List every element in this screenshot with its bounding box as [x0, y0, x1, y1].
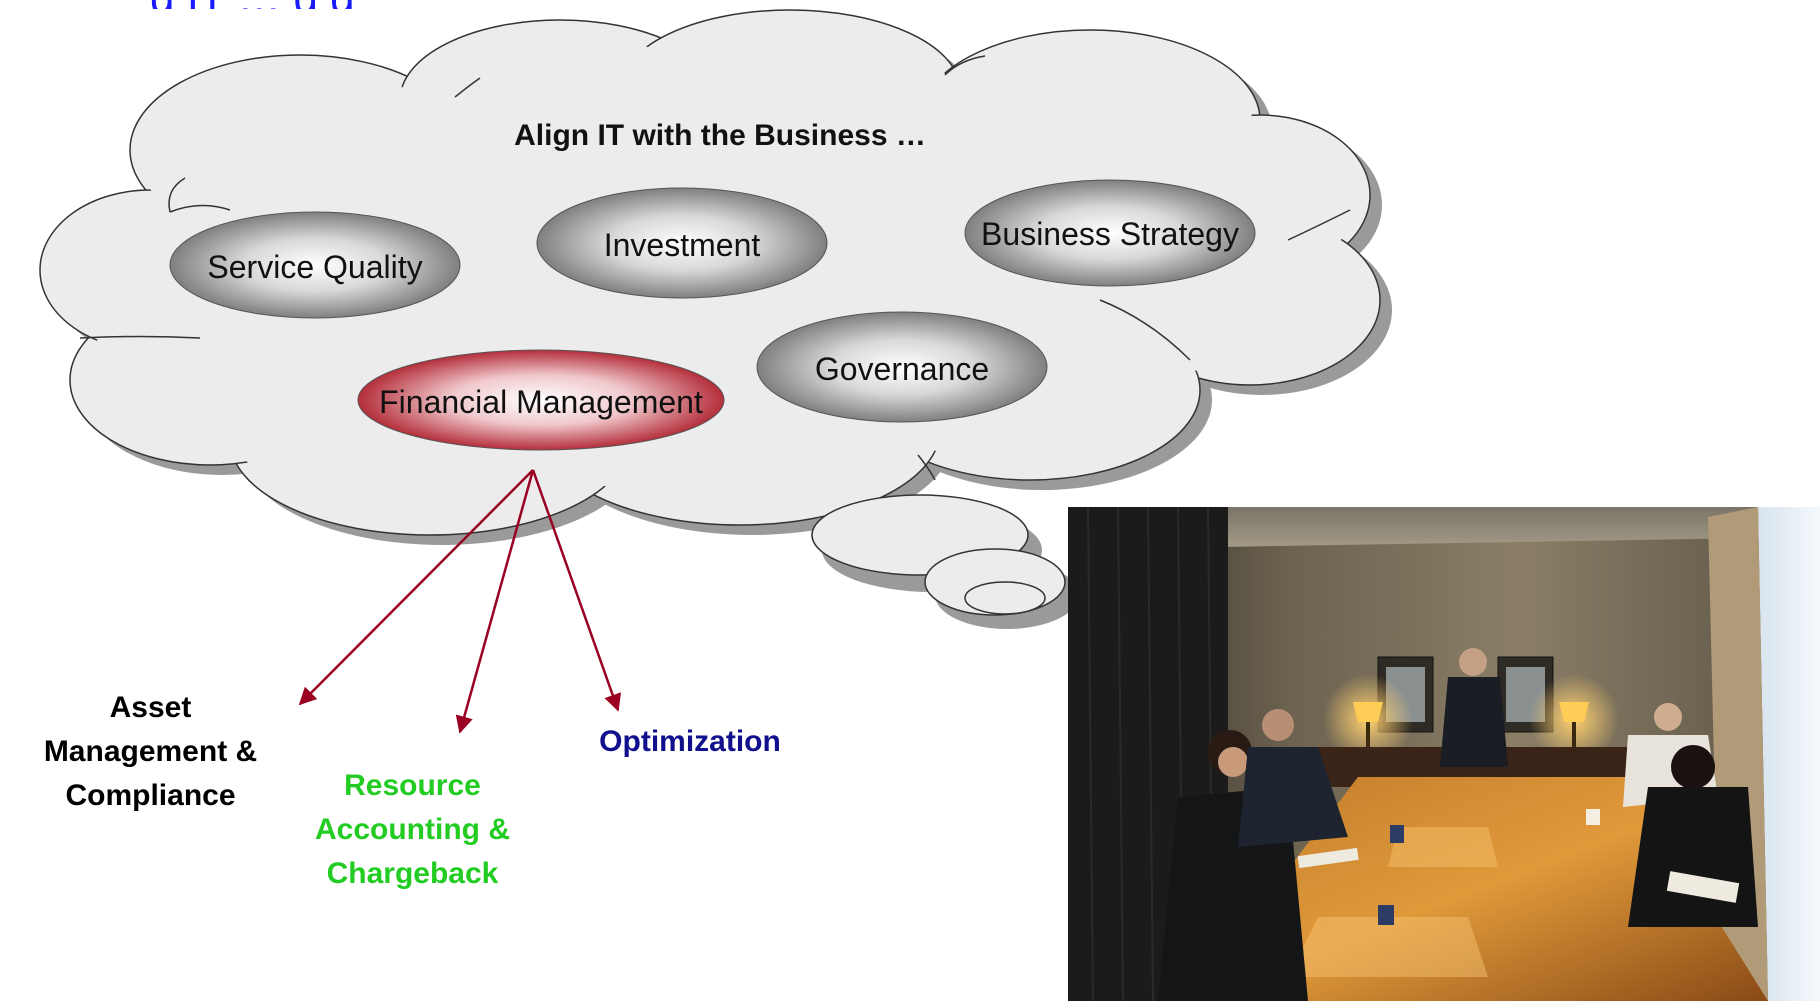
slide-title: g IT … g g [150, 0, 355, 9]
topic-label-investment: Investment [604, 227, 761, 263]
topic-label-governance: Governance [815, 351, 989, 387]
arrow-to-asset [298, 469, 534, 706]
topic-label-service-quality: Service Quality [207, 249, 422, 285]
outcome-resource-accounting: Resource Accounting & Chargeback [315, 769, 510, 890]
financial-management-ellipse [357, 349, 725, 451]
meeting-room-photo [1068, 507, 1820, 1001]
business-strategy-ellipse [964, 179, 1256, 287]
service-quality-ellipse [169, 211, 461, 319]
topic-label-financial-management: Financial Management [379, 384, 703, 420]
outcome-asset-management: Asset Management & Compliance [43, 691, 258, 812]
outcome-optimization: Optimization [599, 725, 781, 758]
investment-ellipse [536, 187, 828, 299]
cloud-heading: Align IT with the Business … [514, 119, 926, 152]
governance-ellipse [756, 311, 1048, 423]
arrows [298, 469, 621, 734]
topic-label-business-strategy: Business Strategy [981, 216, 1239, 252]
arrow-to-optimization [531, 469, 621, 712]
arrow-to-resource [455, 469, 535, 734]
topic-ellipses [169, 179, 1256, 451]
thought-bubbles [811, 494, 1066, 616]
